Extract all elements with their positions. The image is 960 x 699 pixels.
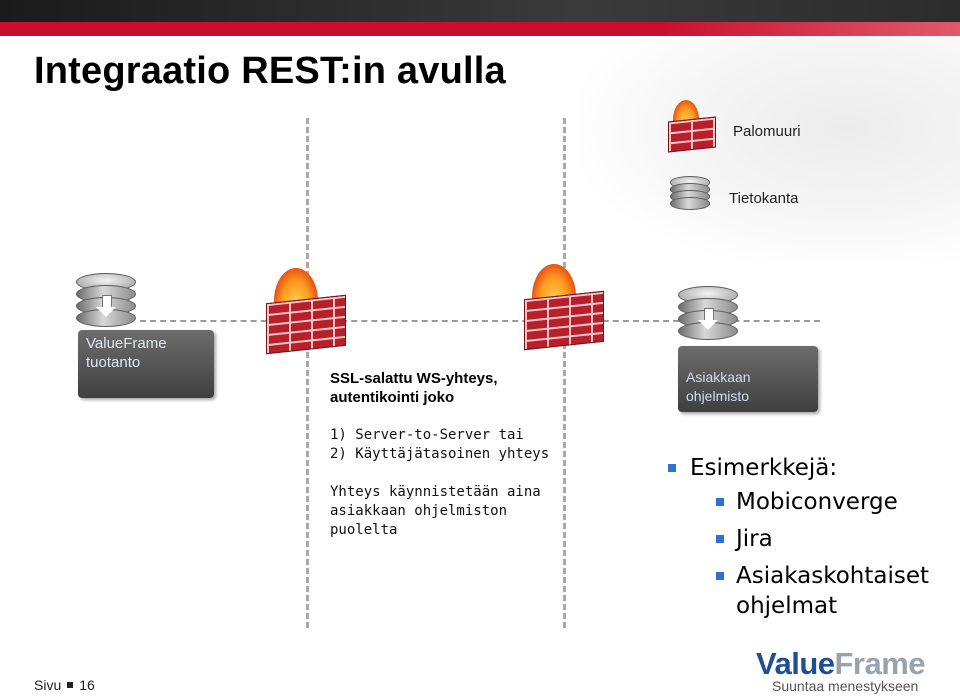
client-node: Asiakkaan ohjelmisto bbox=[678, 346, 818, 412]
connection-option: 2) Käyttäjätasoinen yhteys bbox=[330, 446, 550, 462]
example-item-line1: Asiakaskohtaiset bbox=[736, 563, 929, 589]
example-item: Asiakaskohtaiset ohjelmat bbox=[716, 561, 929, 621]
page-title: Integraatio REST:in avulla bbox=[34, 50, 506, 92]
connection-heading-line1: SSL-salattu WS-yhteys, bbox=[330, 370, 498, 387]
connection-option: 1) Server-to-Server tai bbox=[330, 427, 524, 443]
page-number: 16 bbox=[79, 677, 95, 693]
logo-part2: Frame bbox=[834, 646, 926, 681]
connection-note-line: puolelta bbox=[330, 522, 398, 538]
background-image bbox=[580, 36, 960, 266]
page-footer: Sivu 16 bbox=[34, 677, 95, 693]
examples-list: Esimerkkejä: Mobiconverge Jira Asiakasko… bbox=[668, 453, 929, 628]
client-node-line1: Asiakkaan bbox=[686, 369, 751, 385]
valueframe-database-icon bbox=[76, 273, 136, 327]
connection-line bbox=[140, 320, 820, 322]
header-red-bar bbox=[0, 22, 960, 36]
divider-left bbox=[306, 118, 309, 628]
connection-options: 1) Server-to-Server tai 2) Käyttäjätasoi… bbox=[330, 426, 549, 464]
legend-firewall-label: Palomuuri bbox=[733, 123, 801, 140]
bullet-icon bbox=[67, 682, 74, 689]
logo-part1: Value bbox=[756, 646, 835, 681]
connection-note-line: Yhteys käynnistetään aina bbox=[330, 484, 541, 500]
examples-heading: Esimerkkejä: bbox=[668, 453, 929, 483]
client-database-icon bbox=[678, 286, 738, 340]
connection-heading-line2: autentikointi joko bbox=[330, 389, 455, 406]
example-item: Jira bbox=[716, 524, 929, 554]
client-node-line2: ohjelmisto bbox=[686, 388, 750, 404]
logo-tagline: Suuntaa menestykseen bbox=[772, 678, 919, 694]
valueframe-node: ValueFrame tuotanto bbox=[78, 330, 214, 398]
connection-heading: SSL-salattu WS-yhteys, autentikointi jok… bbox=[330, 369, 498, 407]
valueframe-node-line2: tuotanto bbox=[86, 354, 141, 371]
example-item-line2: ohjelmat bbox=[736, 593, 838, 619]
header-dark-bar bbox=[0, 0, 960, 22]
firewall-icon bbox=[524, 264, 604, 351]
valueframe-node-line1: ValueFrame bbox=[86, 335, 167, 352]
database-legend-icon bbox=[670, 176, 710, 210]
connection-note: Yhteys käynnistetään aina asiakkaan ohje… bbox=[330, 483, 541, 540]
footer-label: Sivu bbox=[34, 677, 62, 693]
divider-right bbox=[563, 118, 566, 628]
example-item: Mobiconverge bbox=[716, 487, 929, 517]
firewall-legend-icon bbox=[668, 100, 716, 153]
legend-database-label: Tietokanta bbox=[729, 190, 799, 207]
valueframe-logo: ValueFrame Suuntaa menestykseen bbox=[756, 646, 936, 695]
firewall-icon bbox=[266, 268, 346, 355]
connection-note-line: asiakkaan ohjelmiston bbox=[330, 503, 508, 519]
